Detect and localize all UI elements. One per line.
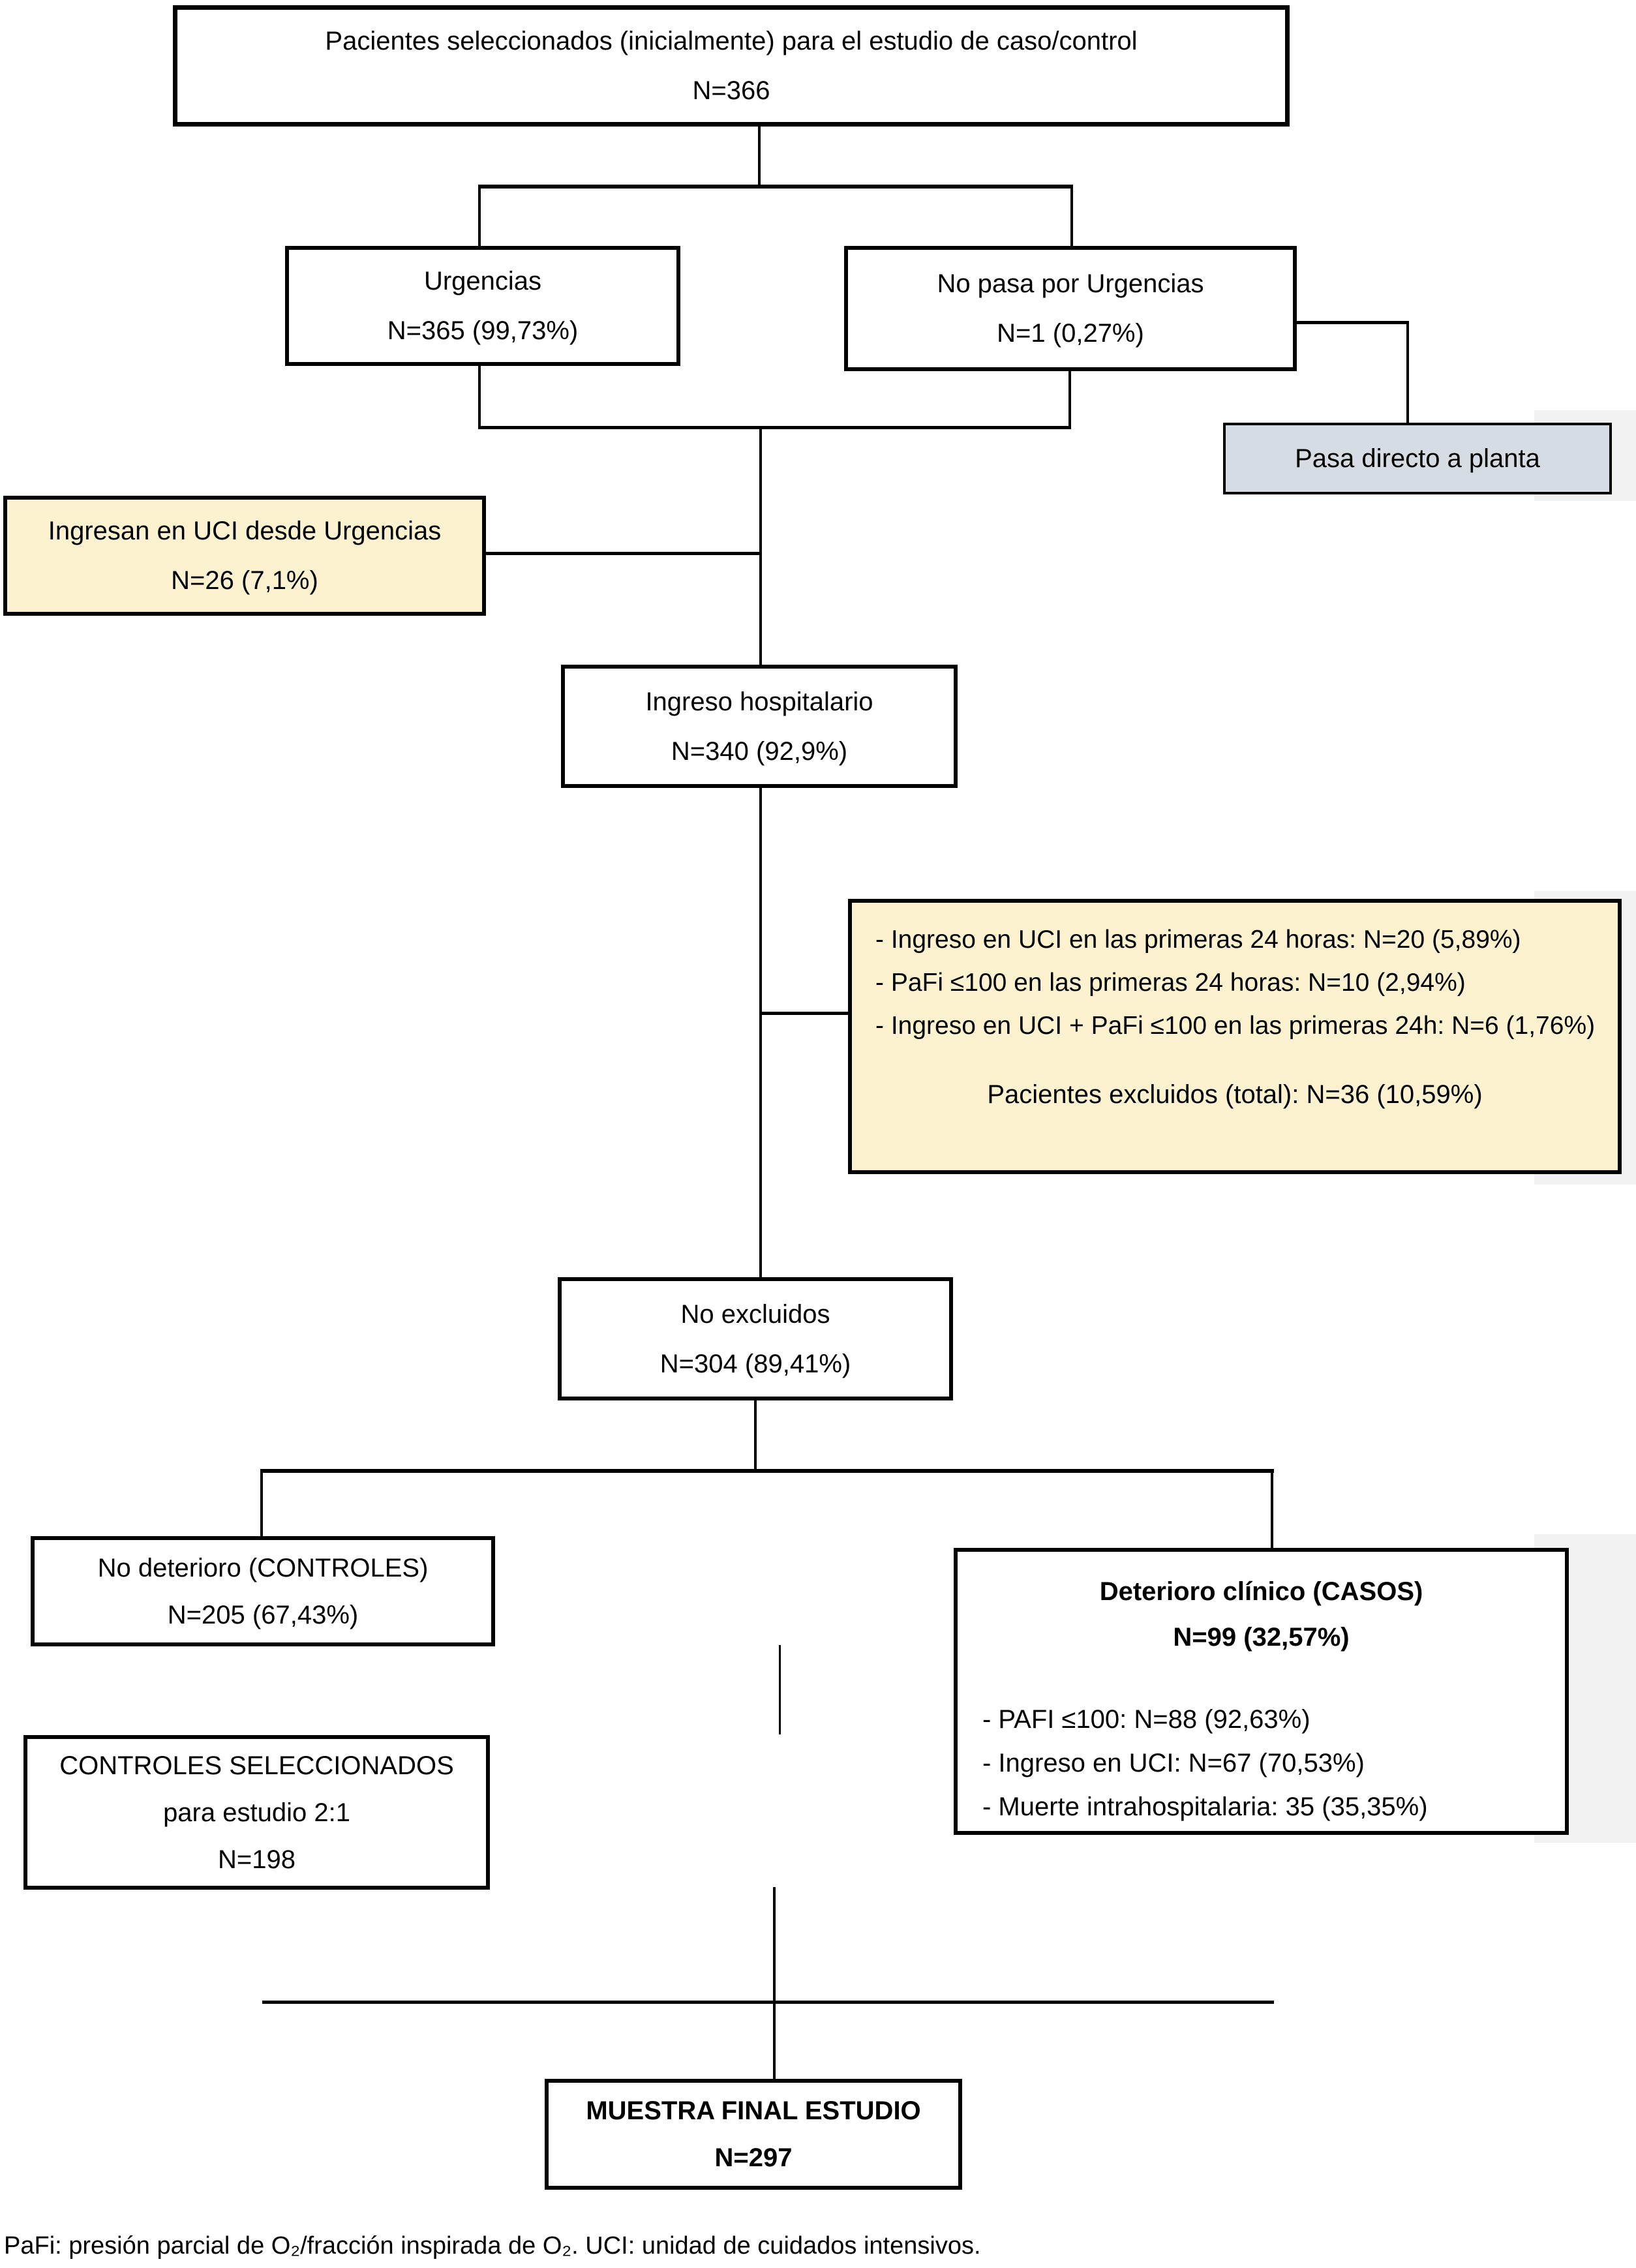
box-urgencias: Urgencias N=365 (99,73%) — [285, 246, 680, 366]
box-count: N=297 — [714, 2143, 793, 2172]
box-pacientes-excluidos: - Ingreso en UCI en las primeras 24 hora… — [848, 899, 1622, 1174]
box-pacientes-seleccionados: Pacientes seleccionados (inicialmente) p… — [173, 5, 1290, 127]
casos-item: - Ingreso en UCI: N=67 (70,53%) — [982, 1749, 1365, 1777]
footnote-abbreviations: PaFi: presión parcial de O₂/fracción ins… — [4, 2232, 981, 2260]
connector-to-no-pasa — [1070, 185, 1073, 247]
box-count: N=340 (92,9%) — [671, 736, 848, 766]
connector-no-pasa-down — [1068, 370, 1071, 429]
connector-spine-1 — [759, 426, 762, 666]
box-title: Ingreso hospitalario — [645, 687, 873, 716]
box-title: Urgencias — [423, 267, 542, 295]
box-title: No excluidos — [680, 1299, 830, 1329]
connector-split-bar-2 — [260, 1469, 1274, 1473]
connector-uci-branch — [486, 552, 761, 555]
connector-spine-2 — [759, 787, 762, 1278]
box-count: N=365 (99,73%) — [387, 316, 579, 345]
casos-item: - PAFI ≤100: N=88 (92,63%) — [982, 1705, 1310, 1734]
box-line: CONTROLES SELECCIONADOS — [59, 1751, 454, 1780]
connector-join-bar — [478, 426, 1071, 429]
box-count: N=304 (89,41%) — [659, 1349, 851, 1378]
exclusion-item: - PaFi ≤100 en las primeras 24 horas: N=… — [875, 969, 1466, 997]
box-ingreso-hospitalario: Ingreso hospitalario N=340 (92,9%) — [561, 665, 958, 788]
connector-merge-bar — [262, 2001, 1274, 2004]
box-count: N=205 (67,43%) — [167, 1600, 359, 1629]
box-no-pasa-urgencias: No pasa por Urgencias N=1 (0,27%) — [844, 246, 1297, 371]
box-muestra-final: MUESTRA FINAL ESTUDIO N=297 — [545, 2079, 962, 2190]
connector-top-stem — [758, 127, 761, 187]
connector-mid-segment — [779, 1645, 781, 1734]
box-count: N=99 (32,57%) — [1173, 1623, 1350, 1652]
connector-no-pasa-right — [1295, 321, 1409, 324]
connector-no-excluidos-down — [754, 1399, 757, 1472]
connector-urgencias-down — [478, 365, 481, 429]
connector-to-urgencias — [478, 185, 481, 247]
box-controles-seleccionados: CONTROLES SELECCIONADOS para estudio 2:1… — [23, 1735, 490, 1890]
box-no-excluidos: No excluidos N=304 (89,41%) — [558, 1277, 953, 1400]
box-line: para estudio 2:1 — [163, 1798, 350, 1827]
connector-to-no-deterioro — [260, 1469, 263, 1537]
box-title: No deterioro (CONTROLES) — [97, 1553, 429, 1582]
box-ingresan-uci: Ingresan en UCI desde Urgencias N=26 (7,… — [3, 496, 486, 616]
box-count: N=26 (7,1%) — [171, 566, 318, 595]
connector-to-pasa-directo — [1406, 321, 1409, 424]
box-pasa-directo-planta: Pasa directo a planta — [1223, 423, 1612, 494]
exclusion-item: - Ingreso en UCI + PaFi ≤100 en las prim… — [875, 1012, 1596, 1040]
casos-item: - Muerte intrahospitalaria: 35 (35,35%) — [982, 1792, 1428, 1821]
box-title: Pacientes seleccionados (inicialmente) p… — [325, 27, 1138, 55]
box-deterioro-casos: Deterioro clínico (CASOS) N=99 (32,57%) … — [954, 1548, 1569, 1835]
box-title: MUESTRA FINAL ESTUDIO — [586, 2096, 921, 2125]
exclusion-total: Pacientes excluidos (total): N=36 (10,59… — [987, 1080, 1483, 1109]
connector-to-muestra — [773, 1887, 776, 2080]
exclusion-item: - Ingreso en UCI en las primeras 24 hora… — [875, 926, 1521, 954]
box-title: Ingresan en UCI desde Urgencias — [48, 517, 442, 545]
connector-excluidos-branch — [761, 1012, 849, 1015]
box-title: No pasa por Urgencias — [937, 269, 1204, 298]
connector-top-split — [478, 185, 1073, 189]
box-title: Pasa directo a planta — [1295, 444, 1540, 473]
box-count: N=1 (0,27%) — [997, 319, 1144, 348]
box-no-deterioro-controles: No deterioro (CONTROLES) N=205 (67,43%) — [31, 1536, 495, 1646]
box-title: Deterioro clínico (CASOS) — [1099, 1577, 1423, 1606]
box-line: N=198 — [218, 1845, 295, 1874]
connector-to-deterioro — [1271, 1469, 1273, 1549]
box-count: N=366 — [692, 76, 770, 105]
